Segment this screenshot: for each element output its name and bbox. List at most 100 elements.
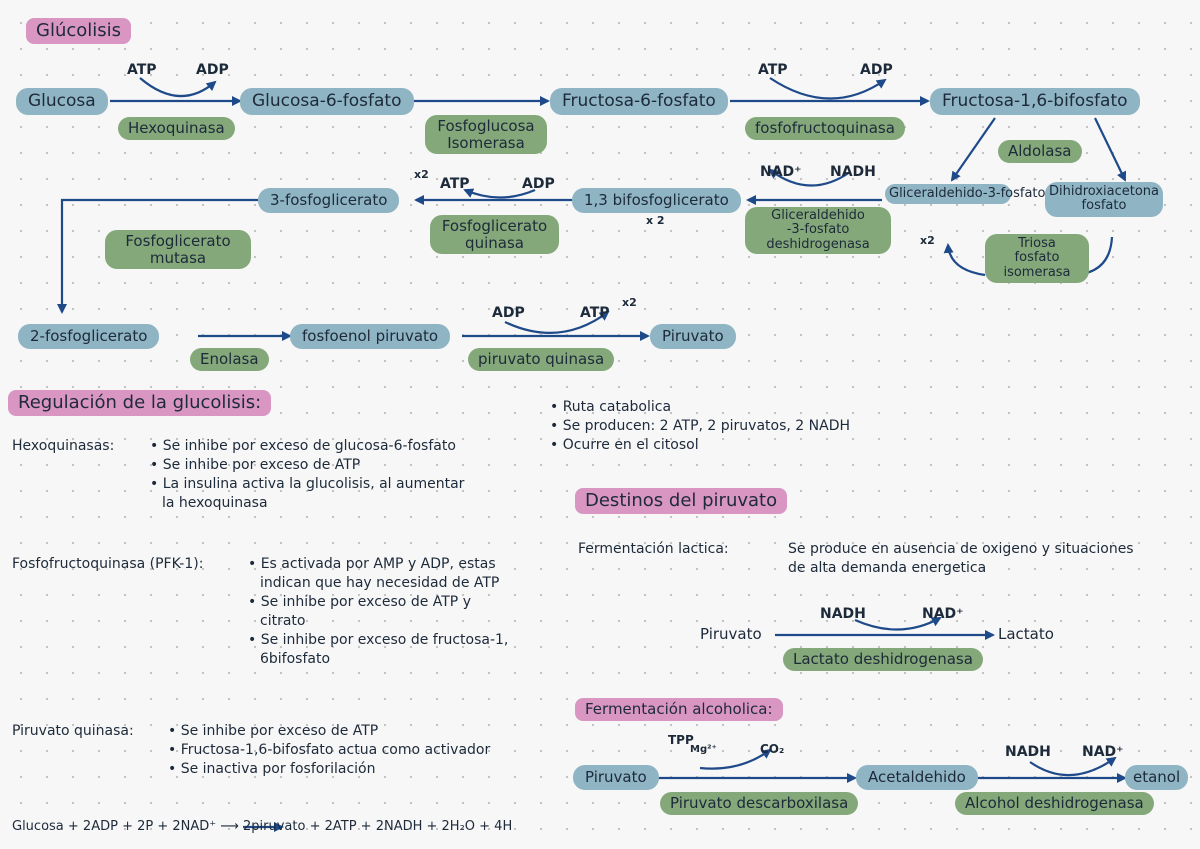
- enzyme-label: Fosfoglicerato: [125, 232, 231, 250]
- enzyme-piruvato-quinasa: piruvato quinasa: [468, 348, 615, 371]
- node-glucosa: Glucosa: [16, 88, 108, 115]
- lactica-label: Fermentación lactica:: [578, 541, 729, 557]
- arrow-nadh-nad-lact: [854, 617, 942, 631]
- node-1-3-bifosfoglicerato: 1,3 bifosfoglicerato: [572, 188, 741, 213]
- arrow-adp-atp-1: [463, 188, 536, 199]
- lactica-piruvato: Piruvato: [700, 625, 762, 643]
- cofactor-adp-4: ADP: [492, 305, 525, 321]
- regulation-hexoquinasa-label: Hexoquinasas:: [12, 438, 115, 454]
- regulation-pk-label: Piruvato quinasa:: [12, 723, 134, 739]
- cofactor-tpp: TPP: [668, 733, 694, 747]
- cofactor-adp-3: ADP: [522, 176, 555, 192]
- regulation-line: • Se inhibe por exceso de ATP: [150, 457, 361, 473]
- arrow-co2: [699, 748, 772, 770]
- enzyme-label: mutasa: [149, 248, 207, 267]
- lactica-description: Se produce en ausencia de oxigeno y situ…: [788, 540, 1134, 578]
- cofactor-nadh-alc: NADH: [1005, 744, 1051, 760]
- enzyme-label: -3-fosfato: [786, 222, 850, 238]
- cofactor-adp-1: ADP: [196, 62, 229, 78]
- cofactor-mg: Mg²⁺: [690, 744, 717, 755]
- regulation-line: • Fructosa-1,6-bifosfato actua como acti…: [168, 742, 491, 758]
- regulation-hexoquinasa-list: • Se inhibe por exceso de glucosa-6-fosf…: [150, 437, 464, 513]
- lactica-lactato: Lactato: [998, 625, 1054, 643]
- alcoholica-acetaldehido: Acetaldehido: [856, 765, 978, 790]
- cofactor-nad: NAD⁺: [760, 164, 802, 180]
- enzyme-fosfoglicerato-quinasa: Fosfoglicerato quinasa: [430, 215, 559, 254]
- node-glucosa-6-fosfato: Glucosa-6-fosfato: [240, 88, 414, 115]
- cofactor-nadh: NADH: [830, 164, 876, 180]
- regulation-line: citrato: [260, 613, 306, 629]
- cofactor-x2-3: x2: [920, 234, 935, 247]
- regulation-line: la hexoquinasa: [162, 495, 268, 511]
- node-fructosa-1-6-bifosfato: Fructosa-1,6-bifosfato: [930, 88, 1140, 115]
- cofactor-x2-2: x 2: [646, 214, 665, 227]
- enzyme-gliceraldehido-3-fosfato-deshidrogenasa: Gliceraldehido -3-fosfato deshidrogenasa: [745, 207, 891, 254]
- regulation-line: 6bifosfato: [260, 651, 331, 667]
- node-gliceraldehido-3-fosfato: Gliceraldehido-3-fosfato: [885, 184, 1045, 205]
- cofactor-nad-alc: NAD⁺: [1082, 744, 1124, 760]
- arrow-atp-adp-1: [139, 77, 217, 98]
- enzyme-label: Fosfoglucosa: [437, 117, 535, 135]
- node-2-fosfoglicerato: 2-fosfoglicerato: [18, 324, 160, 349]
- enzyme-hexoquinasa: Hexoquinasa: [118, 117, 235, 140]
- alcoholica-piruvato: Piruvato: [573, 765, 659, 790]
- enzyme-label: Isomerasa: [447, 133, 525, 152]
- description-line: Se produce en ausencia de oxigeno y situ…: [788, 541, 1134, 557]
- destinos-title: Destinos del piruvato: [575, 488, 788, 514]
- node-3-fosfoglicerato: 3-fosfoglicerato: [258, 188, 400, 213]
- node-fosfoenolpiruvato: fosfoenol piruvato: [290, 324, 451, 349]
- enzyme-fosfoglucosa-isomerasa: Fosfoglucosa Isomerasa: [425, 115, 547, 154]
- node-dihidroxiacetona-fosfato: Dihidroxiacetona fosfato: [1045, 182, 1163, 217]
- cofactor-atp-2: ATP: [758, 62, 788, 78]
- enzyme-label: Fosfoglicerato: [441, 217, 548, 235]
- alcoholica-etanol: etanol: [1125, 765, 1189, 790]
- arrow-nadh-nad-alc: [1029, 756, 1117, 777]
- note-line: • Ocurre en el citosol: [550, 437, 699, 453]
- cofactor-atp-1: ATP: [127, 62, 157, 78]
- regulation-line: • Se inhibe por exceso de glucosa-6-fosf…: [150, 438, 456, 454]
- enzyme-alcohol-deshidrogenasa: Alcohol deshidrogenasa: [955, 792, 1154, 815]
- cofactor-adp-2: ADP: [860, 62, 893, 78]
- alcoholica-title: Fermentación alcoholica:: [575, 698, 783, 721]
- regulation-title: Regulación de la glucolisis:: [8, 390, 272, 416]
- node-fructosa-6-fosfato: Fructosa-6-fosfato: [550, 88, 728, 115]
- cofactor-nad-lact: NAD⁺: [922, 606, 964, 622]
- enzyme-enolasa: Enolasa: [190, 348, 269, 371]
- glycolysis-notes: • Ruta catabolica • Se producen: 2 ATP, …: [550, 398, 850, 455]
- arrow-atp-adp-2: [769, 77, 887, 100]
- node-piruvato: Piruvato: [650, 324, 736, 349]
- arrow-f16bp-dhap: [1094, 117, 1127, 182]
- regulation-line: • La insulina activa la glucolisis, al a…: [150, 476, 465, 492]
- cofactor-x2-1: x2: [414, 168, 429, 181]
- regulation-pk-list: • Se inhibe por exceso de ATP • Fructosa…: [168, 722, 490, 779]
- cofactor-co2: CO₂: [760, 742, 785, 756]
- enzyme-triosa-fosfato-isomerasa: Triosa fosfato isomerasa: [985, 234, 1089, 283]
- enzyme-label: deshidrogenasa: [766, 236, 870, 252]
- enzyme-fosfoglicerato-mutasa: Fosfoglicerato mutasa: [105, 230, 251, 269]
- cofactor-atp-3: ATP: [440, 176, 470, 192]
- note-line: • Ruta catabolica: [550, 399, 672, 415]
- enzyme-label: Gliceraldehido: [771, 208, 865, 223]
- description-line: de alta demanda energetica: [788, 560, 987, 576]
- arrow-adp-atp-2: [504, 310, 610, 334]
- enzyme-label: Triosa: [1018, 236, 1056, 251]
- regulation-line: indican que hay necesidad de ATP: [260, 575, 500, 591]
- enzyme-fosfofructoquinasa: fosfofructoquinasa: [745, 117, 905, 140]
- page-title: Glúcolisis: [26, 18, 132, 44]
- regulation-line: • Se inhibe por exceso de fructosa-1,: [248, 632, 509, 648]
- enzyme-label: fosfato: [1014, 250, 1060, 266]
- regulation-pfk-list: • Es activada por AMP y ADP, estas indic…: [248, 555, 508, 669]
- cofactor-nadh-lact: NADH: [820, 606, 866, 622]
- regulation-line: • Se inactiva por fosforilación: [168, 761, 376, 777]
- regulation-line: • Se inhibe por exceso de ATP: [168, 723, 379, 739]
- arrow-3pg-2pg: [57, 198, 258, 314]
- enzyme-piruvato-descarboxilasa: Piruvato descarboxilasa: [660, 792, 859, 815]
- enzyme-aldolasa: Aldolasa: [998, 140, 1082, 163]
- cofactor-atp-4: ATP: [580, 305, 610, 321]
- arrow-nad-nadh: [768, 168, 851, 187]
- global-equation: Glucosa + 2ADP + 2P + 2NAD⁺ ⟶ 2piruvato …: [12, 819, 513, 834]
- arrow-f16bp-gap: [950, 117, 996, 182]
- enzyme-label: isomerasa: [1003, 264, 1071, 280]
- regulation-line: • Se inhibe por exceso de ATP y: [248, 594, 471, 610]
